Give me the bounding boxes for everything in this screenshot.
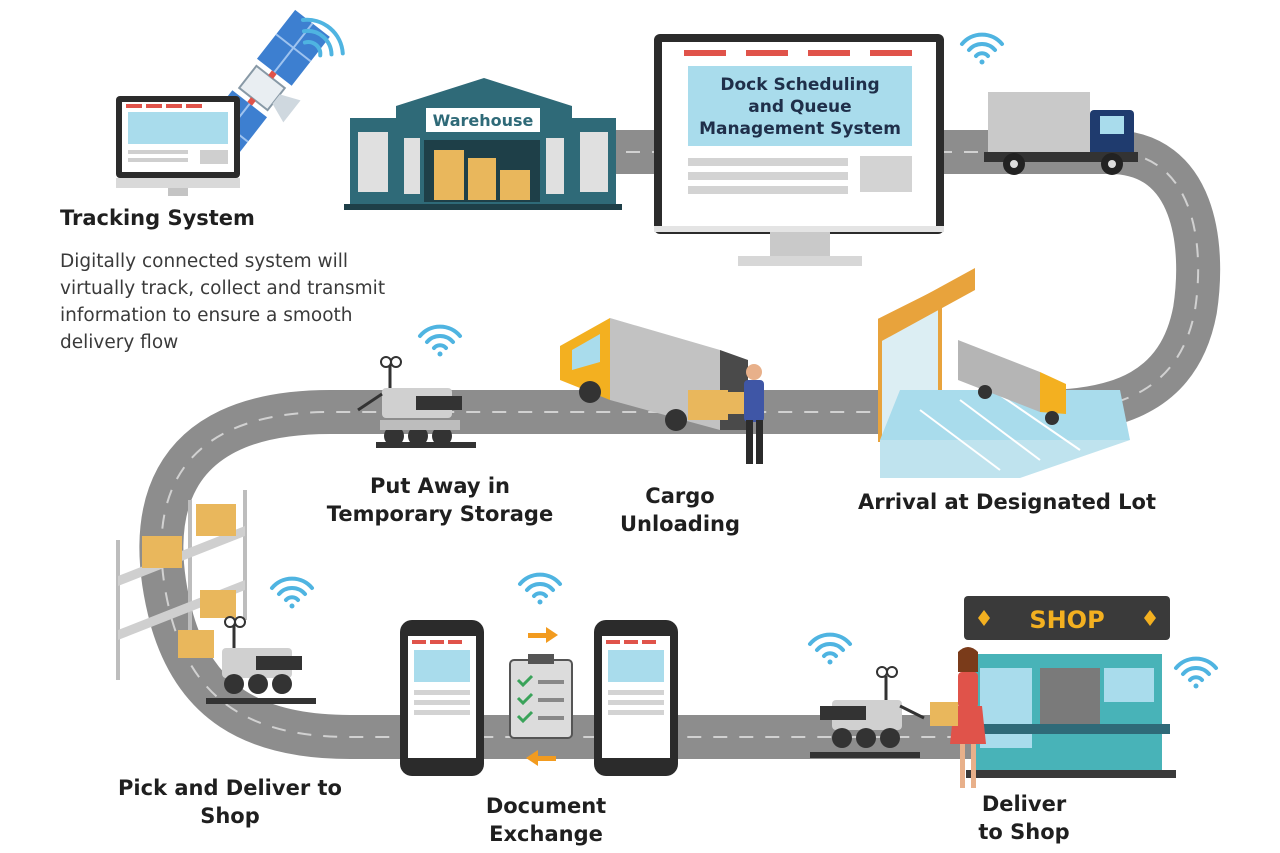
label-pick-deliver: Pick and Deliver to Shop [110,774,350,830]
label-document-exchange: Document Exchange [468,792,624,848]
shelf-icon [116,490,247,680]
tracking-system-description: Digitally connected system will virtuall… [60,248,480,356]
label-line: to Shop [978,820,1070,844]
road [139,130,1221,759]
shop-icon: SHOP [964,596,1176,778]
dock-system-line1: Dock Scheduling [720,75,879,95]
person-icon [930,647,986,788]
shop-sign: SHOP [1029,606,1104,634]
label-arrival: Arrival at Designated Lot [852,488,1162,516]
wifi-icon [808,632,852,665]
wifi-icon [270,576,314,609]
label-line: Temporary Storage [326,502,554,526]
monitor-icon [116,96,240,196]
arrow-right-icon [528,627,558,643]
dock-system-line2: and Queue [748,97,851,117]
label-line: Deliver [981,792,1067,816]
clipboard-icon [509,654,573,739]
truck-icon [984,92,1138,175]
label-deliver-to-shop: Deliver to Shop [960,790,1088,846]
label-line: Shop [200,804,260,828]
arrival-lot [878,268,1130,478]
label-line: Arrival at Designated Lot [857,490,1157,514]
warehouse-icon: Warehouse [344,78,622,210]
person-icon [714,364,764,464]
tracking-desc-line: information to ensure a smooth [60,305,353,326]
tracking-desc-line: delivery flow [60,332,179,353]
tracking-desc-line: Digitally connected system will [60,251,349,272]
dock-system-line3: Management System [699,119,901,139]
label-line: Unloading [619,512,740,536]
phone-icon [400,620,484,776]
wifi-icon [300,17,345,58]
label-line: Put Away in [369,474,511,498]
label-line: Exchange [489,822,603,846]
label-line: Cargo [645,484,715,508]
label-line: Pick and Deliver to [118,776,342,800]
wifi-icon [1174,656,1218,689]
dock-system-monitor: Dock Scheduling and Queue Management Sys… [654,34,944,266]
van-icon [560,318,748,431]
label-put-away: Put Away in Temporary Storage [322,472,558,528]
wifi-icon [418,324,462,357]
label-line: Document [485,794,607,818]
tracking-desc-line: virtually track, collect and transmit [60,278,386,299]
label-cargo-unloading: Cargo Unloading [610,482,750,538]
wifi-icon [518,572,562,605]
robot-icon [810,666,925,758]
tracking-system-title: Tracking System [60,206,255,230]
phone-icon [594,620,678,776]
robot-icon [357,356,476,448]
wifi-icon [960,32,1004,65]
arrow-left-icon [526,750,556,766]
robot-icon [206,616,316,704]
warehouse-sign: Warehouse [433,111,534,130]
